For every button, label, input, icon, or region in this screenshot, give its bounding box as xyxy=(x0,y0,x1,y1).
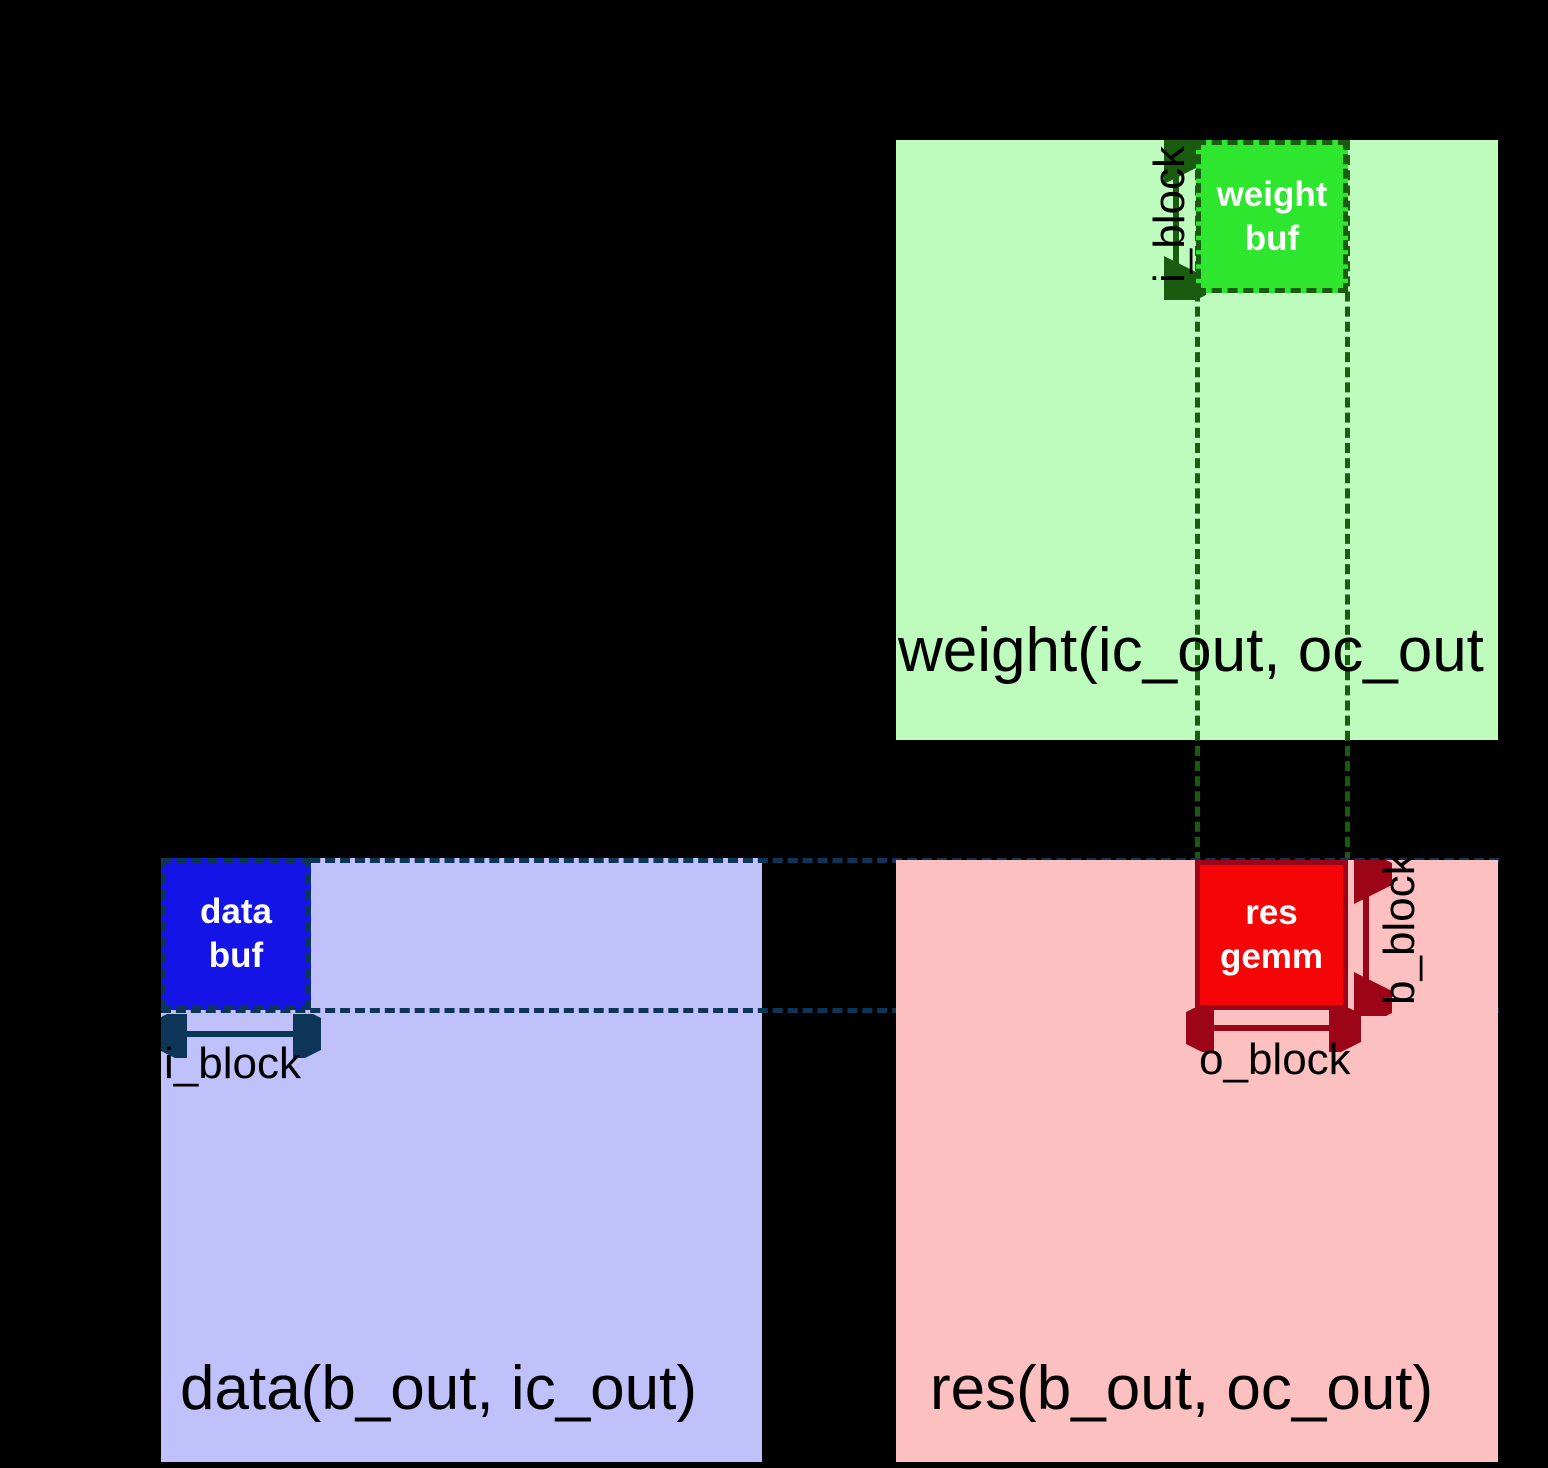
o-block-label: o_block xyxy=(1199,1035,1351,1084)
i-block-label-data: i_block xyxy=(164,1039,301,1088)
weight-matrix-caption: weight(ic_out, oc_out xyxy=(898,616,1484,685)
guide-line-horizontal-top xyxy=(161,858,1499,863)
data-matrix-caption: data(b_out, ic_out) xyxy=(180,1354,698,1423)
data-buf-block[interactable]: data buf xyxy=(161,858,311,1010)
i-block-vertical-arrow xyxy=(1164,140,1206,300)
o-block-horizontal-arrow xyxy=(1186,1008,1361,1052)
guide-line-vertical-left xyxy=(1195,140,1200,862)
i-block-horizontal-arrow xyxy=(161,1014,321,1058)
guide-line-horizontal-bottom xyxy=(161,1008,1499,1013)
b-block-vertical-arrow xyxy=(1354,860,1392,1016)
guide-line-vertical-right xyxy=(1345,140,1350,862)
weight-buf-label-line1: weight xyxy=(1216,174,1328,214)
i-block-label-weight: i_block xyxy=(1145,146,1194,283)
res-gemm-label-line2: gemm xyxy=(1219,937,1324,976)
res-gemm-block[interactable]: res gemm xyxy=(1195,860,1348,1010)
weight-buf-block[interactable]: weight buf xyxy=(1196,140,1348,293)
b-block-label: b_block xyxy=(1375,853,1424,1005)
data-buf-label-line1: data xyxy=(200,892,272,932)
data-buf-label-line2: buf xyxy=(208,936,264,975)
weight-buf-label-line2: buf xyxy=(1244,218,1300,258)
res-matrix-caption: res(b_out, oc_out) xyxy=(930,1354,1434,1423)
res-gemm-label-line1: res xyxy=(1245,893,1298,933)
